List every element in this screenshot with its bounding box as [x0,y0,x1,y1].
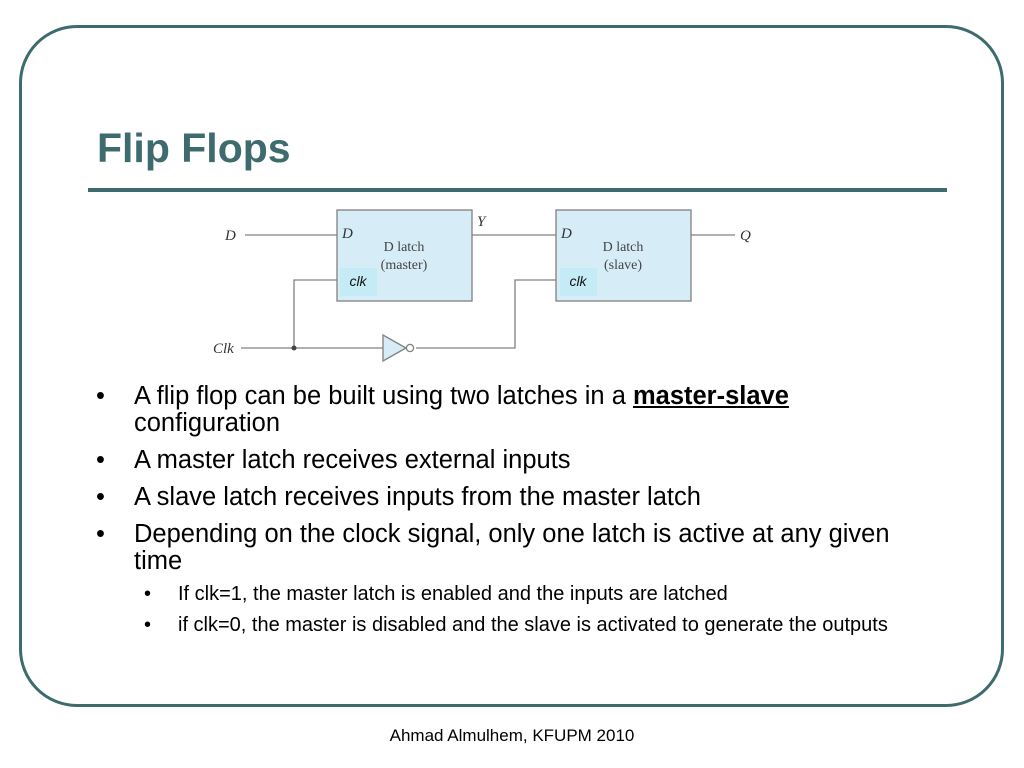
master-clk-wire [293,279,337,348]
slave-d-pin-label: D [560,226,572,242]
master-role-label: (master) [381,258,428,273]
master-slave-diagram: D Clk Y Q D D latch (master) clk D D lat… [205,200,785,375]
slave-clk-label: clk [569,273,587,289]
sub-bullet-list: If clk=1, the master latch is enabled an… [134,583,936,636]
master-name-label: D latch [384,240,425,255]
bullet-text: Depending on the clock signal, only one … [134,520,890,575]
slide-title: Flip Flops [97,125,291,171]
master-clk-label: clk [349,273,367,289]
slave-role-label: (slave) [604,258,642,273]
sub-bullet-item: if clk=0, the master is disabled and the… [134,614,936,636]
y-label: Y [477,214,487,230]
bullet-item: A flip flop can be built using two latch… [96,383,936,437]
inverter-gate [382,333,408,363]
bullet-emphasis: master-slave [632,382,789,410]
bullet-item: A master latch receives external inputs [96,447,936,475]
bullet-text: A flip flop can be built using two latch… [134,382,633,410]
master-d-pin-label: D [341,226,353,242]
title-underline [88,188,947,192]
bullet-item: A slave latch receives inputs from the m… [96,484,936,512]
slave-clk-wire [416,279,556,349]
master-clk-highlight [340,268,377,296]
slide-frame [19,25,1004,707]
bullet-list: A flip flop can be built using two latch… [96,383,936,646]
junction-dot [291,345,297,351]
d-input-label: D [224,228,236,244]
slave-clk-highlight [560,268,597,296]
inverter-bubble [405,343,415,353]
slide-footer: Ahmad Almulhem, KFUPM 2010 [389,726,635,745]
sub-bullet-item: If clk=1, the master latch is enabled an… [134,583,936,605]
q-output-label: Q [740,228,751,244]
bullet-item: Depending on the clock signal, only one … [96,520,936,637]
bullet-text: configuration [134,409,281,437]
circuit-svg: D Clk Y Q D D latch (master) clk D D lat… [213,209,751,363]
clk-input-label: Clk [213,341,234,357]
slave-name-label: D latch [603,240,644,255]
